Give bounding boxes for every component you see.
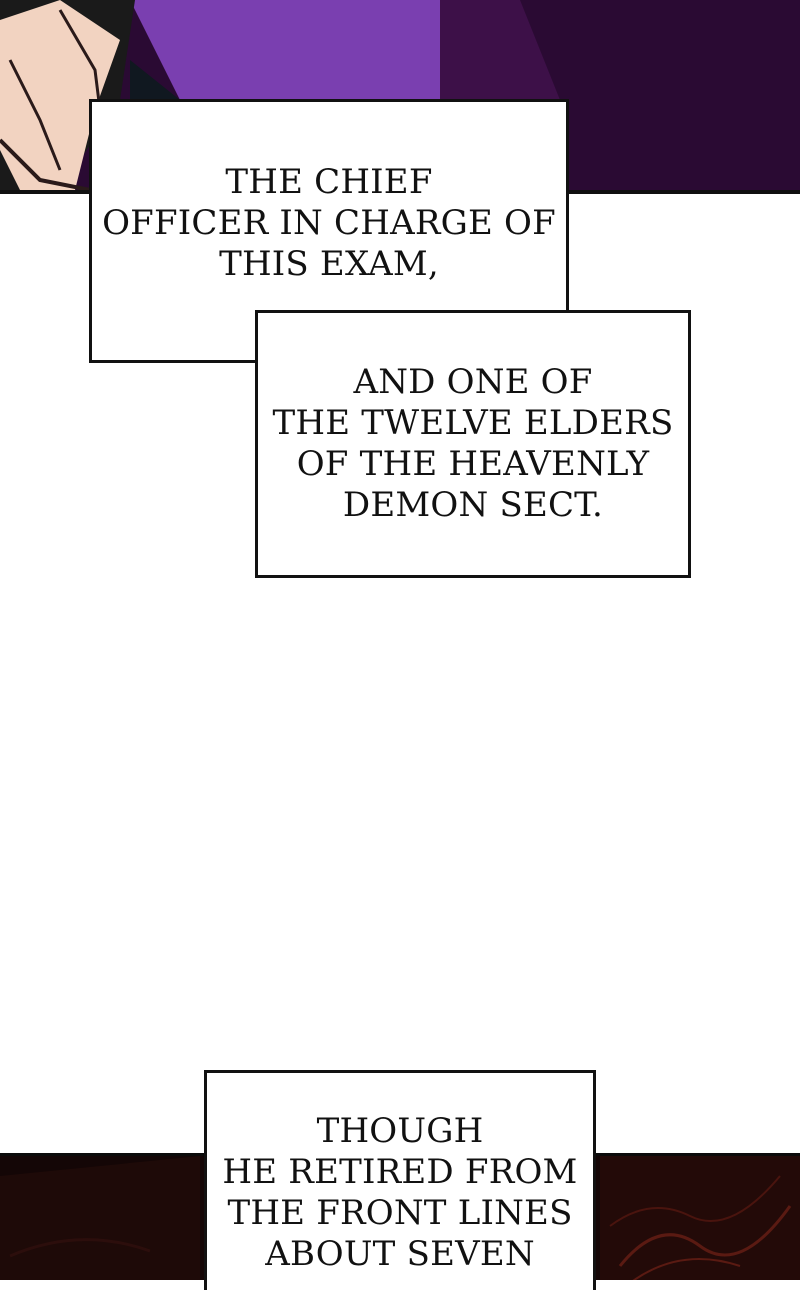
narration-caption-bottom: THOUGH HE RETIRED FROM THE FRONT LINES A… xyxy=(204,1070,596,1290)
caption-line: THOUGH xyxy=(316,1111,484,1151)
caption-line: OF THE HEAVENLY xyxy=(296,444,650,484)
caption-line: OFFICER IN CHARGE OF xyxy=(102,203,556,243)
caption-line: THE FRONT LINES xyxy=(227,1193,573,1233)
caption-line: DEMON SECT. xyxy=(342,485,604,525)
caption-line: AND ONE OF xyxy=(353,362,593,402)
caption-line: THE CHIEF xyxy=(225,162,433,202)
caption-line: ABOUT SEVEN xyxy=(265,1234,535,1274)
caption-line: THE TWELVE ELDERS xyxy=(272,403,674,443)
caption-line: HE RETIRED FROM xyxy=(222,1152,578,1192)
caption-seam xyxy=(258,313,566,361)
caption-line: THIS EXAM, xyxy=(219,244,439,284)
